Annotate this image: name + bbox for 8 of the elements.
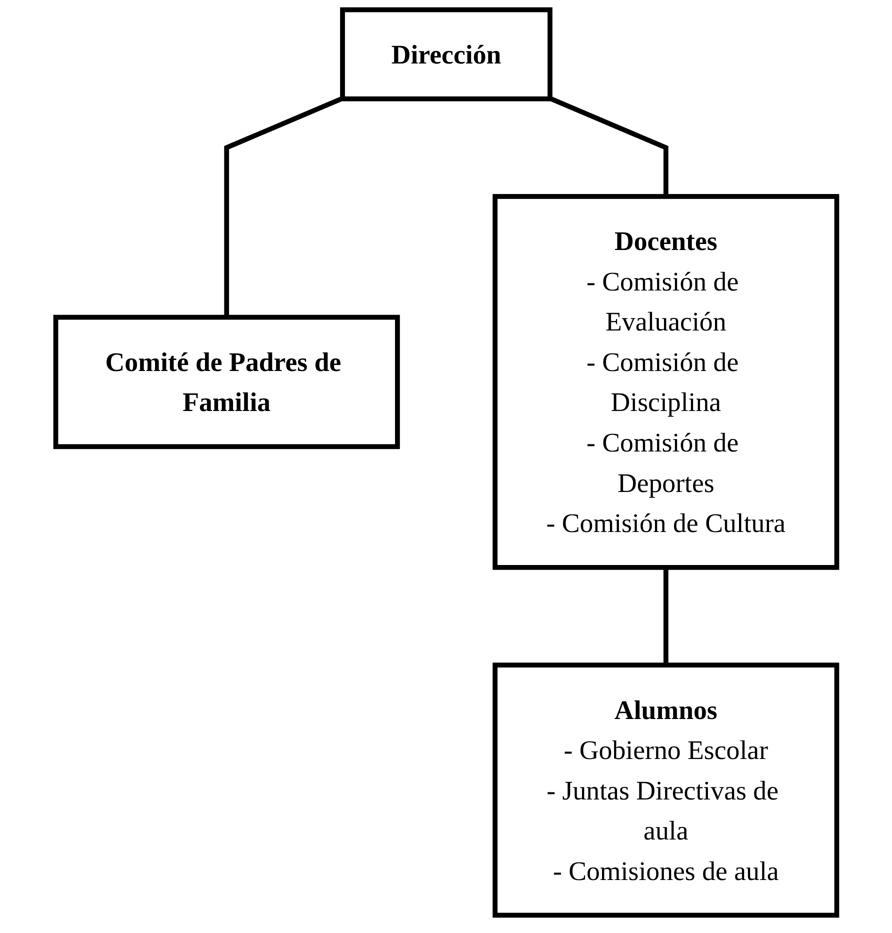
node-box: [53, 314, 400, 450]
connector: [548, 96, 668, 196]
node-box: [492, 662, 839, 918]
connector: [224, 96, 344, 318]
org-chart: Dirección Comité de Padres de Familia Docentes - Comisión de Evaluación - Comisión de Disciplina - Comisión de Deportes - Comisión de Cultura Alumnos - Gobierno Escolar - Juntas Directivas de aula - Comisiones de aula: [46, 0, 846, 925]
connector: [663, 567, 668, 666]
node-box: [492, 194, 839, 570]
node-box: [340, 7, 552, 102]
